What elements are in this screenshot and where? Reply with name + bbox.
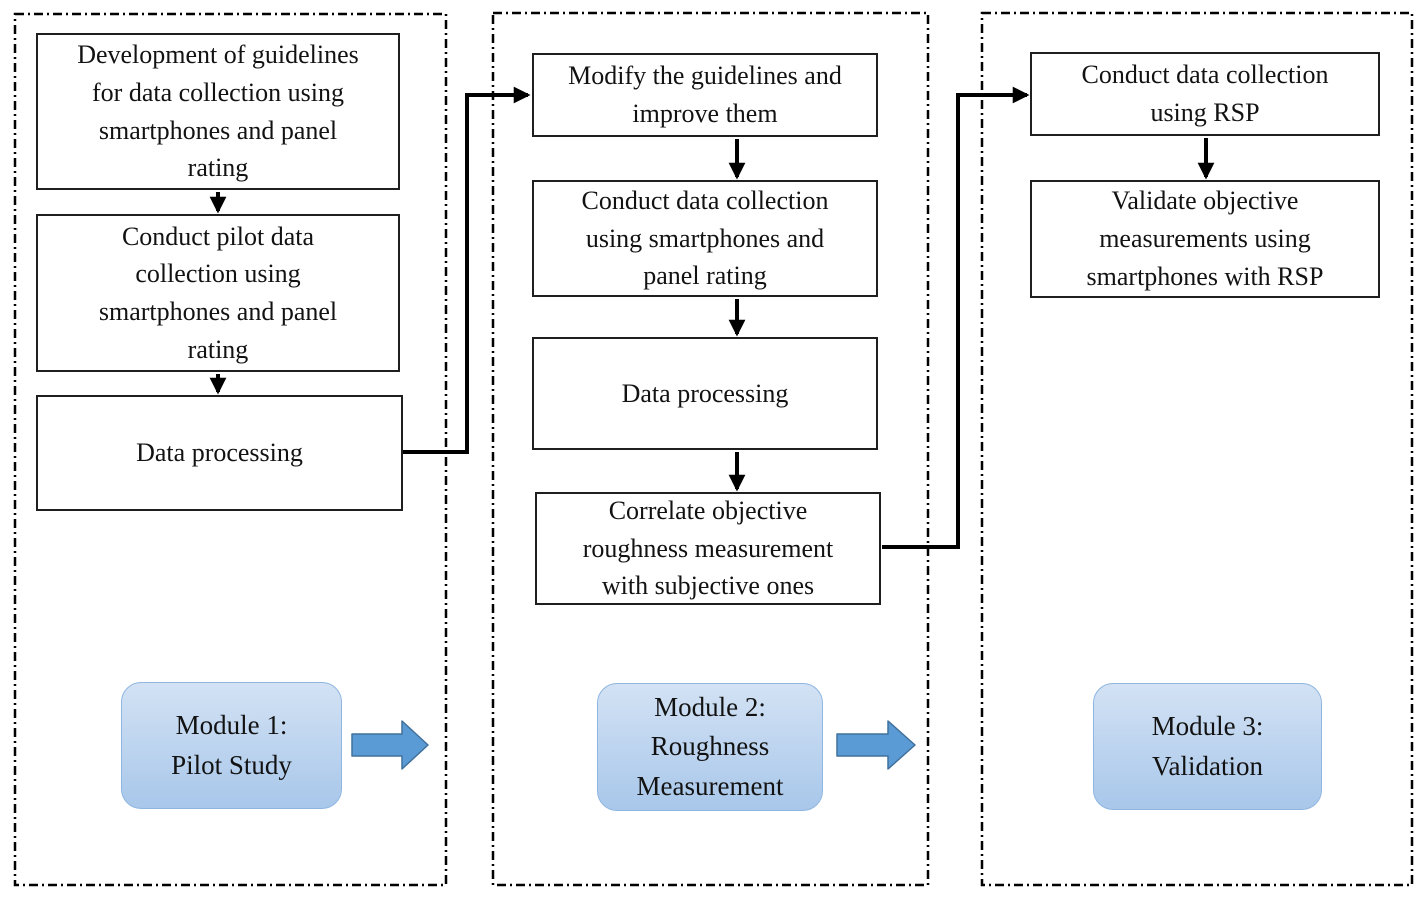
module-1-frame xyxy=(13,12,448,887)
module-3-frame xyxy=(980,11,1414,887)
step-development-guidelines-box: Development of guidelines for data colle… xyxy=(36,33,400,190)
step-validate-measurements-box: Validate objective measurements using sm… xyxy=(1030,180,1380,298)
right-block-arrow-icon xyxy=(836,720,916,770)
module-1-label-box: Module 1: Pilot Study xyxy=(121,682,342,809)
step-data-processing-1-box: Data processing xyxy=(36,395,403,511)
elbow-connector-icon xyxy=(403,86,531,454)
module-2-frame xyxy=(491,11,930,887)
step-data-processing-2-box: Data processing xyxy=(532,337,878,450)
step-pilot-data-collection-box: Conduct pilot data collection using smar… xyxy=(36,214,400,372)
step-correlate-roughness-box: Correlate objective roughness measuremen… xyxy=(535,492,881,605)
step-conduct-data-collection-box: Conduct data collection using smartphone… xyxy=(532,180,878,297)
module-3-label-box: Module 3: Validation xyxy=(1093,683,1322,810)
step-collect-rsp-box: Conduct data collection using RSP xyxy=(1030,52,1380,136)
module-2-label-box: Module 2: Roughness Measurement xyxy=(597,683,823,811)
right-block-arrow-icon xyxy=(351,720,429,770)
step-modify-guidelines-box: Modify the guidelines and improve them xyxy=(532,53,878,137)
elbow-connector-icon xyxy=(882,86,1030,549)
